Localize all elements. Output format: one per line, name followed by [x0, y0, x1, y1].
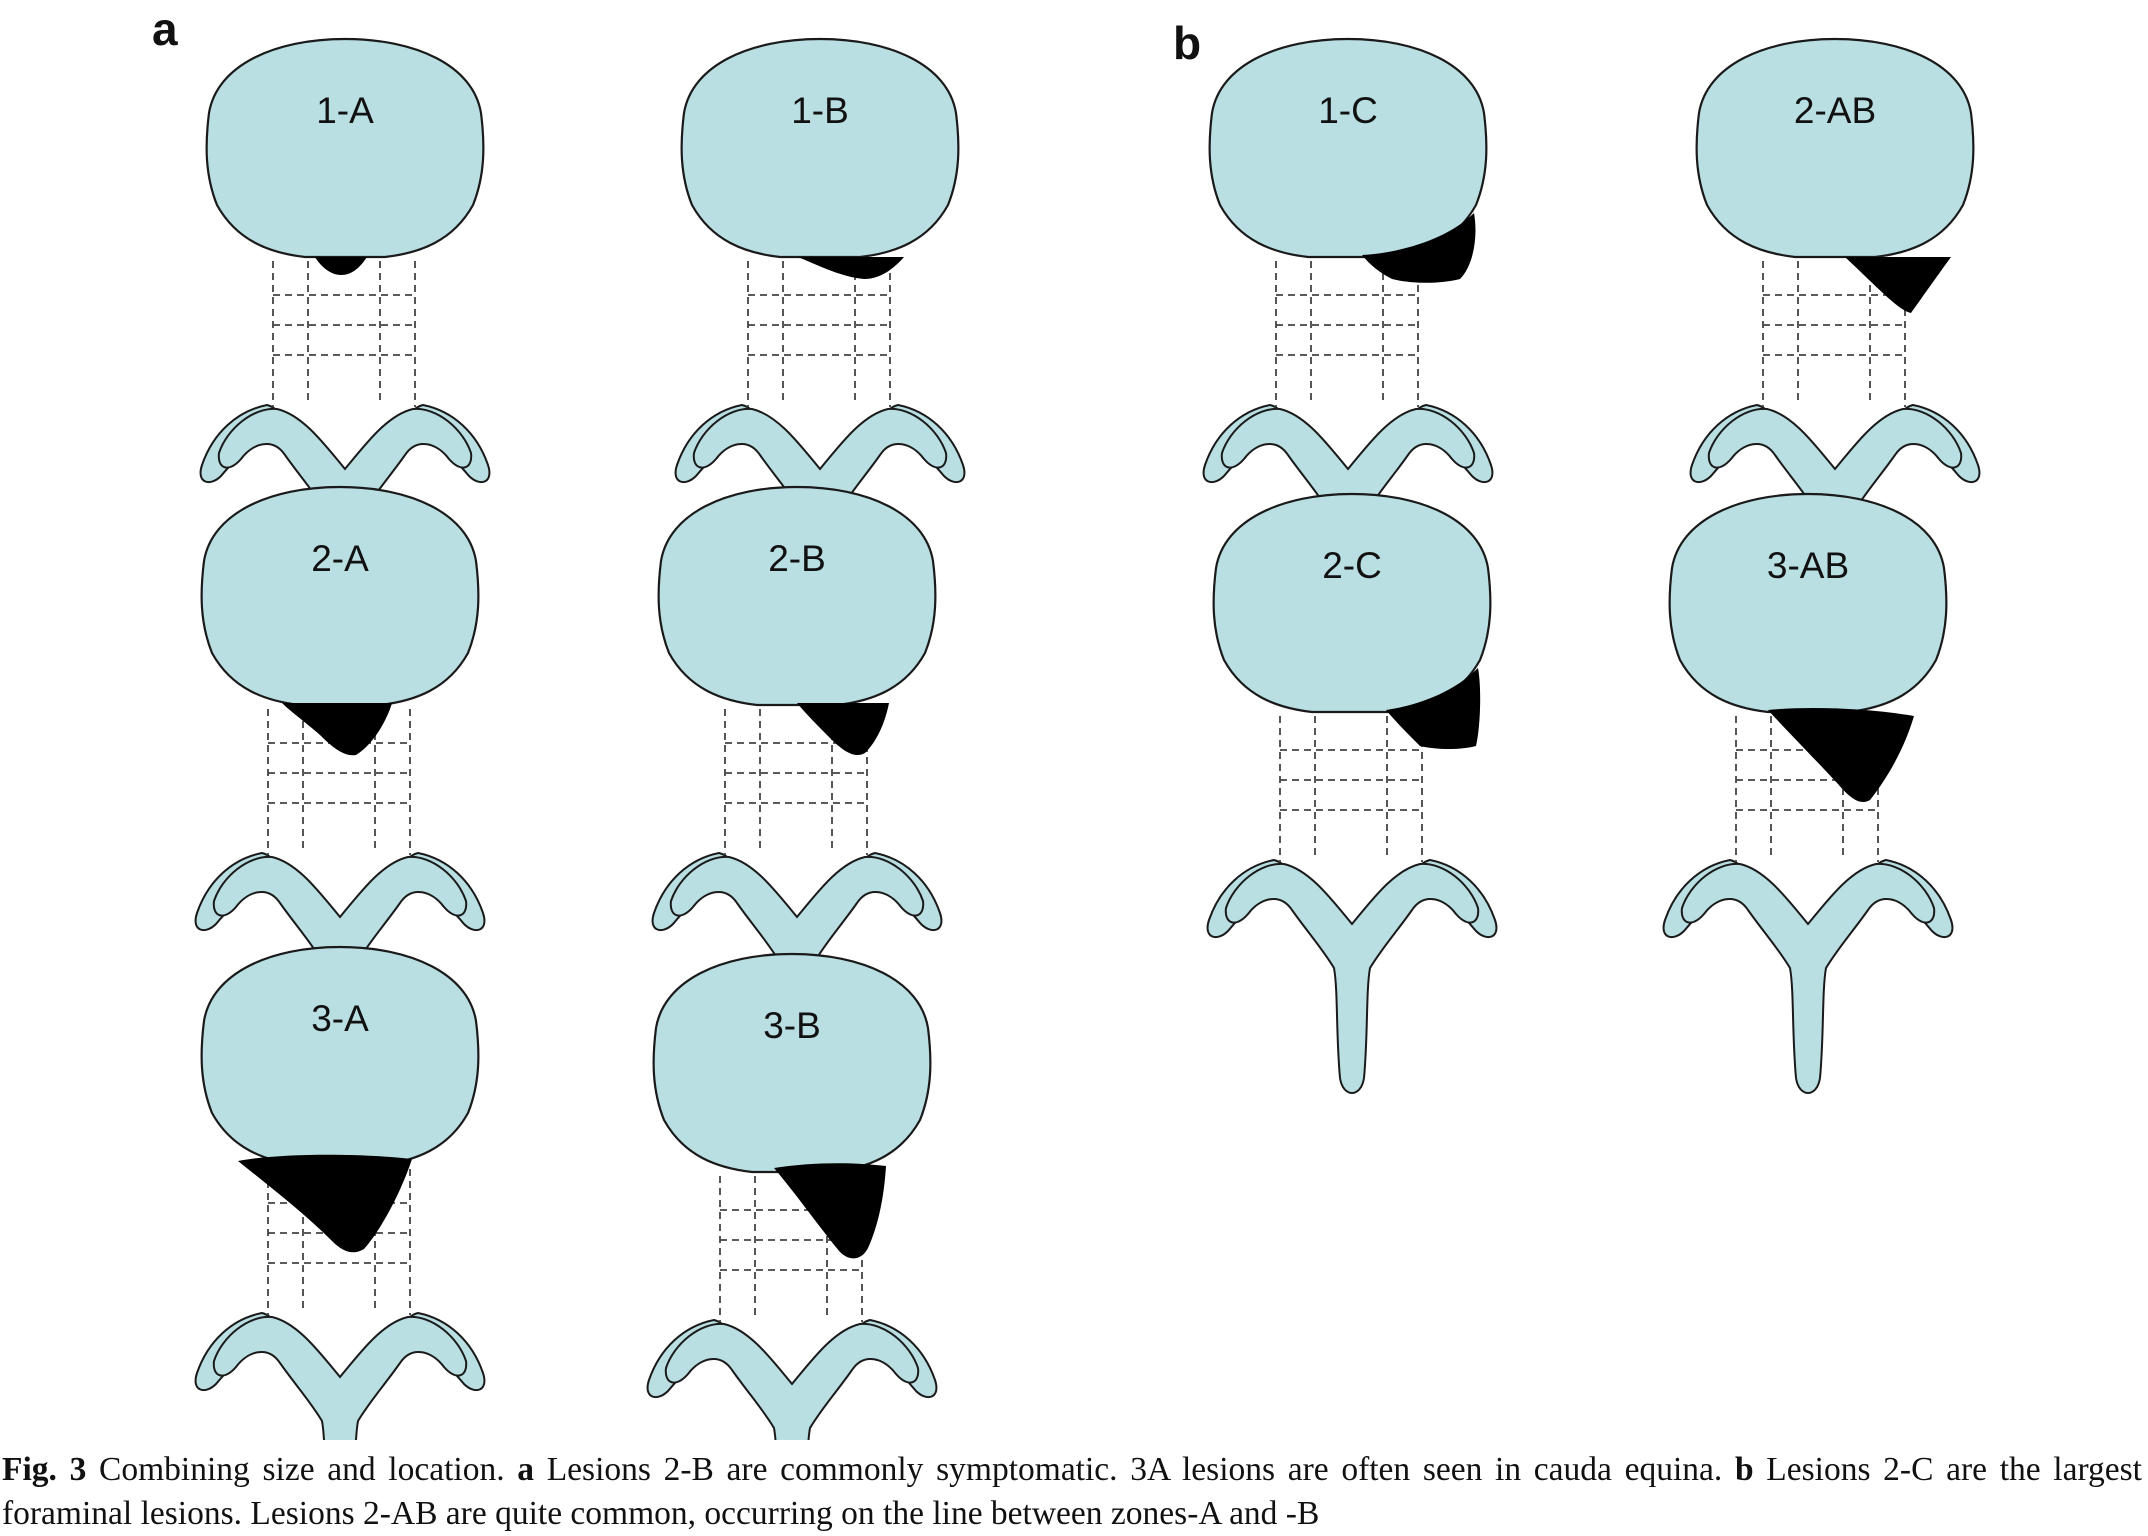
lesion-1-b	[798, 257, 904, 279]
lesion-2-c	[1386, 668, 1481, 749]
posterior-elements	[646, 1319, 938, 1440]
vertebral-body	[657, 485, 937, 707]
vertebra-1-a: 1-A	[199, 37, 491, 639]
vertebra-label: 2-AB	[1794, 90, 1876, 131]
vertebra-label: 2-C	[1322, 545, 1382, 586]
vertebra-label: 3-AB	[1767, 545, 1849, 586]
zone-grid	[1275, 260, 1419, 408]
caption-fig-label: Fig. 3	[2, 1451, 87, 1488]
vertebral-body	[205, 37, 485, 259]
vertebra-label: 1-B	[791, 90, 849, 131]
zone-grid	[747, 260, 891, 408]
vertebra-1-c: 1-C	[1202, 37, 1494, 639]
lesion-2-a	[282, 703, 392, 756]
lesion-3-b	[774, 1163, 886, 1259]
lesion-2-b	[797, 703, 889, 756]
vertebra-2-a: 2-A	[194, 485, 486, 1087]
lesion-1-c	[1362, 213, 1476, 283]
vertebra-2-ab: 2-AB	[1689, 37, 1981, 639]
vertebra-2-c: 2-C	[1206, 492, 1498, 1094]
vertebral-body	[1668, 492, 1948, 714]
caption-bold-a: a	[517, 1451, 535, 1488]
vertebra-label: 1-A	[316, 90, 374, 131]
vertebral-body	[1212, 492, 1492, 714]
vertebra-label: 3-B	[763, 1005, 821, 1046]
vertebral-body	[652, 952, 932, 1174]
vertebra-label: 3-A	[311, 998, 369, 1039]
figure-canvas: 1-A 1-B 2-A 2-B 3-A 3-B 1-C 2-AB 2-C 3-AB a b	[152, 3, 1981, 1440]
lesion-3-a	[238, 1154, 412, 1253]
zone-grid	[272, 260, 416, 408]
posterior-elements	[1662, 859, 1954, 1094]
caption-bold-b: b	[1734, 1451, 1754, 1488]
vertebra-label: 1-C	[1318, 90, 1378, 131]
zone-grid	[1279, 715, 1423, 863]
vertebra-2-b: 2-B	[651, 485, 943, 1087]
lesion-1-a	[315, 257, 367, 275]
vertebra-label: 2-B	[768, 538, 826, 579]
vertebra-1-b: 1-B	[674, 37, 966, 639]
figure-caption: Fig. 3 Combining size and location. a Le…	[2, 1448, 2142, 1536]
panel-label-b: b	[1173, 17, 1201, 69]
posterior-elements	[194, 1312, 486, 1440]
vertebral-body	[1208, 37, 1488, 259]
caption-text-3: Lesions 2-C are the largest foraminal le…	[2, 1451, 2142, 1532]
vertebral-body	[200, 485, 480, 707]
vertebra-label: 2-A	[311, 538, 369, 579]
vertebral-body	[200, 945, 480, 1167]
vertebra-3-a: 3-A	[194, 945, 486, 1440]
caption-text-1: Combining size and location.	[86, 1451, 518, 1488]
caption-text-2: Lesions 2-B are commonly symptomatic. 3A…	[534, 1451, 1735, 1488]
vertebral-body	[1695, 37, 1975, 259]
lesion-3-ab	[1768, 708, 1914, 803]
panel-label-a: a	[152, 3, 178, 55]
lesion-2-ab	[1845, 257, 1951, 313]
vertebra-3-b: 3-B	[646, 952, 938, 1440]
vertebra-3-ab: 3-AB	[1662, 492, 1954, 1094]
posterior-elements	[1206, 859, 1498, 1094]
vertebral-body	[680, 37, 960, 259]
